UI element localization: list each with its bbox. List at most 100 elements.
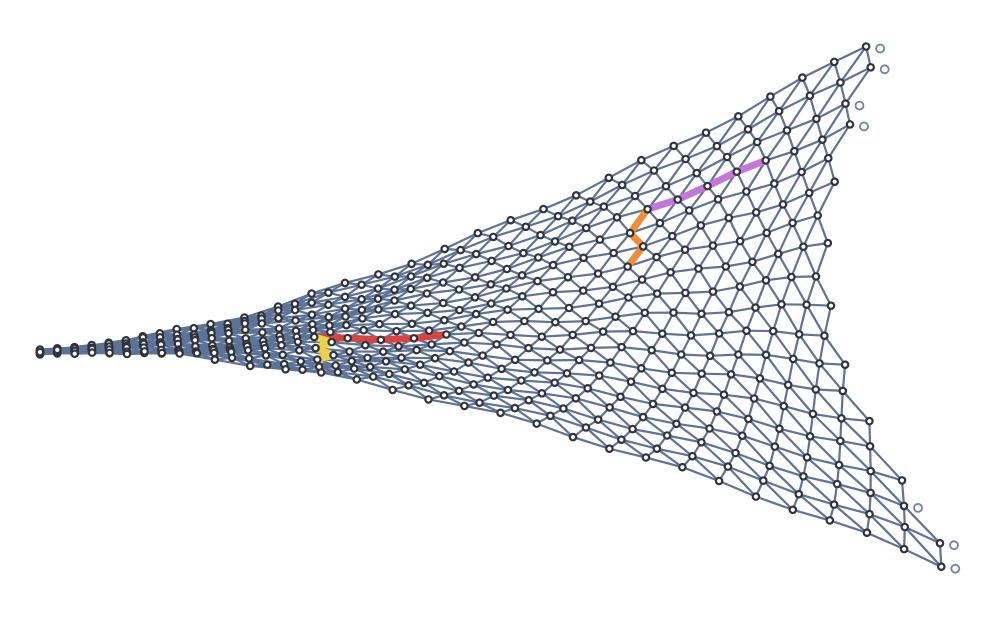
lattice-node xyxy=(617,342,626,352)
lattice-node xyxy=(530,368,539,377)
lattice-edge xyxy=(562,407,588,429)
lattice-edge xyxy=(869,470,906,507)
lattice-edge xyxy=(213,358,252,367)
lattice-node xyxy=(533,276,542,286)
lattice-edge xyxy=(403,368,441,378)
lattice-edge xyxy=(330,341,367,347)
lattice-edge xyxy=(684,267,700,294)
lattice-node xyxy=(192,348,202,358)
lattice-edge xyxy=(722,393,750,420)
lattice-edge xyxy=(793,117,818,153)
lattice-edge xyxy=(294,303,330,312)
lattice-edge xyxy=(509,333,543,338)
lattice-edge xyxy=(689,334,712,357)
nodes-layer xyxy=(35,42,961,574)
lattice-node xyxy=(390,296,399,305)
lattice-edge xyxy=(902,504,942,545)
lattice-edge xyxy=(717,329,748,335)
lattice-node xyxy=(805,431,815,441)
lattice-edge xyxy=(551,289,585,294)
lattice-edge xyxy=(589,183,624,203)
lattice-node xyxy=(773,249,783,259)
lattice-edge xyxy=(802,214,819,248)
lattice-edge xyxy=(762,479,794,511)
lattice-node xyxy=(637,275,647,284)
lattice-node xyxy=(758,476,768,485)
lattice-edge xyxy=(490,252,525,262)
lattice-node xyxy=(581,223,591,233)
lattice-edge xyxy=(558,346,593,351)
lattice-node xyxy=(568,330,578,340)
lattice-edge xyxy=(377,262,413,276)
lattice-edge xyxy=(756,109,781,144)
lattice-edge xyxy=(711,240,742,247)
lattice-edge xyxy=(621,159,643,186)
lattice-edge xyxy=(577,358,612,364)
lattice-edge xyxy=(903,525,943,568)
lattice-edge xyxy=(688,198,720,212)
lattice-edge xyxy=(768,464,805,478)
lattice-node xyxy=(486,299,496,308)
lattice-node xyxy=(866,466,876,476)
lattice-edge xyxy=(664,157,687,188)
lattice-edge xyxy=(683,406,719,413)
lattice-node xyxy=(52,345,62,355)
lattice-edge xyxy=(697,244,715,270)
lattice-edge xyxy=(631,330,664,335)
lattice-edge xyxy=(527,347,562,351)
lattice-node xyxy=(487,256,496,266)
lattice-node xyxy=(546,411,555,421)
lattice-edge xyxy=(598,216,619,241)
lattice-edge xyxy=(568,238,602,248)
lattice-edge xyxy=(655,235,674,259)
lattice-edge xyxy=(327,283,363,294)
lattice-node xyxy=(845,120,855,129)
lattice-edge xyxy=(754,495,794,511)
lattice-edge xyxy=(575,176,610,197)
lattice-node xyxy=(794,489,804,499)
lattice-edge xyxy=(631,428,669,437)
lattice-node xyxy=(630,191,640,201)
lattice-node xyxy=(628,326,638,336)
lattice-node xyxy=(617,435,626,445)
lattice-edge xyxy=(772,330,795,360)
lattice-edge xyxy=(715,128,750,148)
lattice-edge xyxy=(661,387,695,394)
lattice-node xyxy=(537,388,547,398)
lattice-edge xyxy=(489,274,524,286)
lattice-edge xyxy=(571,200,592,222)
lattice-node xyxy=(703,181,712,191)
lattice-edge xyxy=(684,131,708,161)
lattice-node xyxy=(712,141,722,151)
lattice-node xyxy=(836,78,845,87)
lattice-node xyxy=(865,416,874,426)
lattice-node xyxy=(157,348,167,358)
lattice-edge xyxy=(869,491,906,529)
lattice-node xyxy=(722,152,732,162)
lattice-edge xyxy=(621,169,656,186)
lattice-edge xyxy=(780,303,801,336)
lattice-edge xyxy=(620,346,643,370)
lattice-node xyxy=(794,329,804,339)
lattice-edge xyxy=(672,311,703,315)
lattice-node xyxy=(595,235,605,244)
lattice-edge xyxy=(598,374,622,398)
lattice-node xyxy=(296,357,306,366)
lattice-edge xyxy=(764,252,780,282)
lattice-edge xyxy=(780,275,793,306)
lattice-edge xyxy=(764,129,789,162)
lattice-node xyxy=(390,272,400,281)
lattice-node xyxy=(381,356,391,366)
lattice-node xyxy=(455,305,464,315)
lattice-edge xyxy=(828,519,869,534)
lattice-node xyxy=(719,390,729,400)
lattice-edge xyxy=(752,397,785,408)
lattice-edge xyxy=(700,312,721,335)
lattice-node xyxy=(307,298,317,308)
lattice-node xyxy=(692,168,702,178)
lattice-edge xyxy=(708,353,740,357)
lattice-node xyxy=(662,431,672,440)
lattice-edge xyxy=(808,60,836,97)
lattice-edge xyxy=(661,332,693,337)
lattice-edge xyxy=(835,482,871,516)
